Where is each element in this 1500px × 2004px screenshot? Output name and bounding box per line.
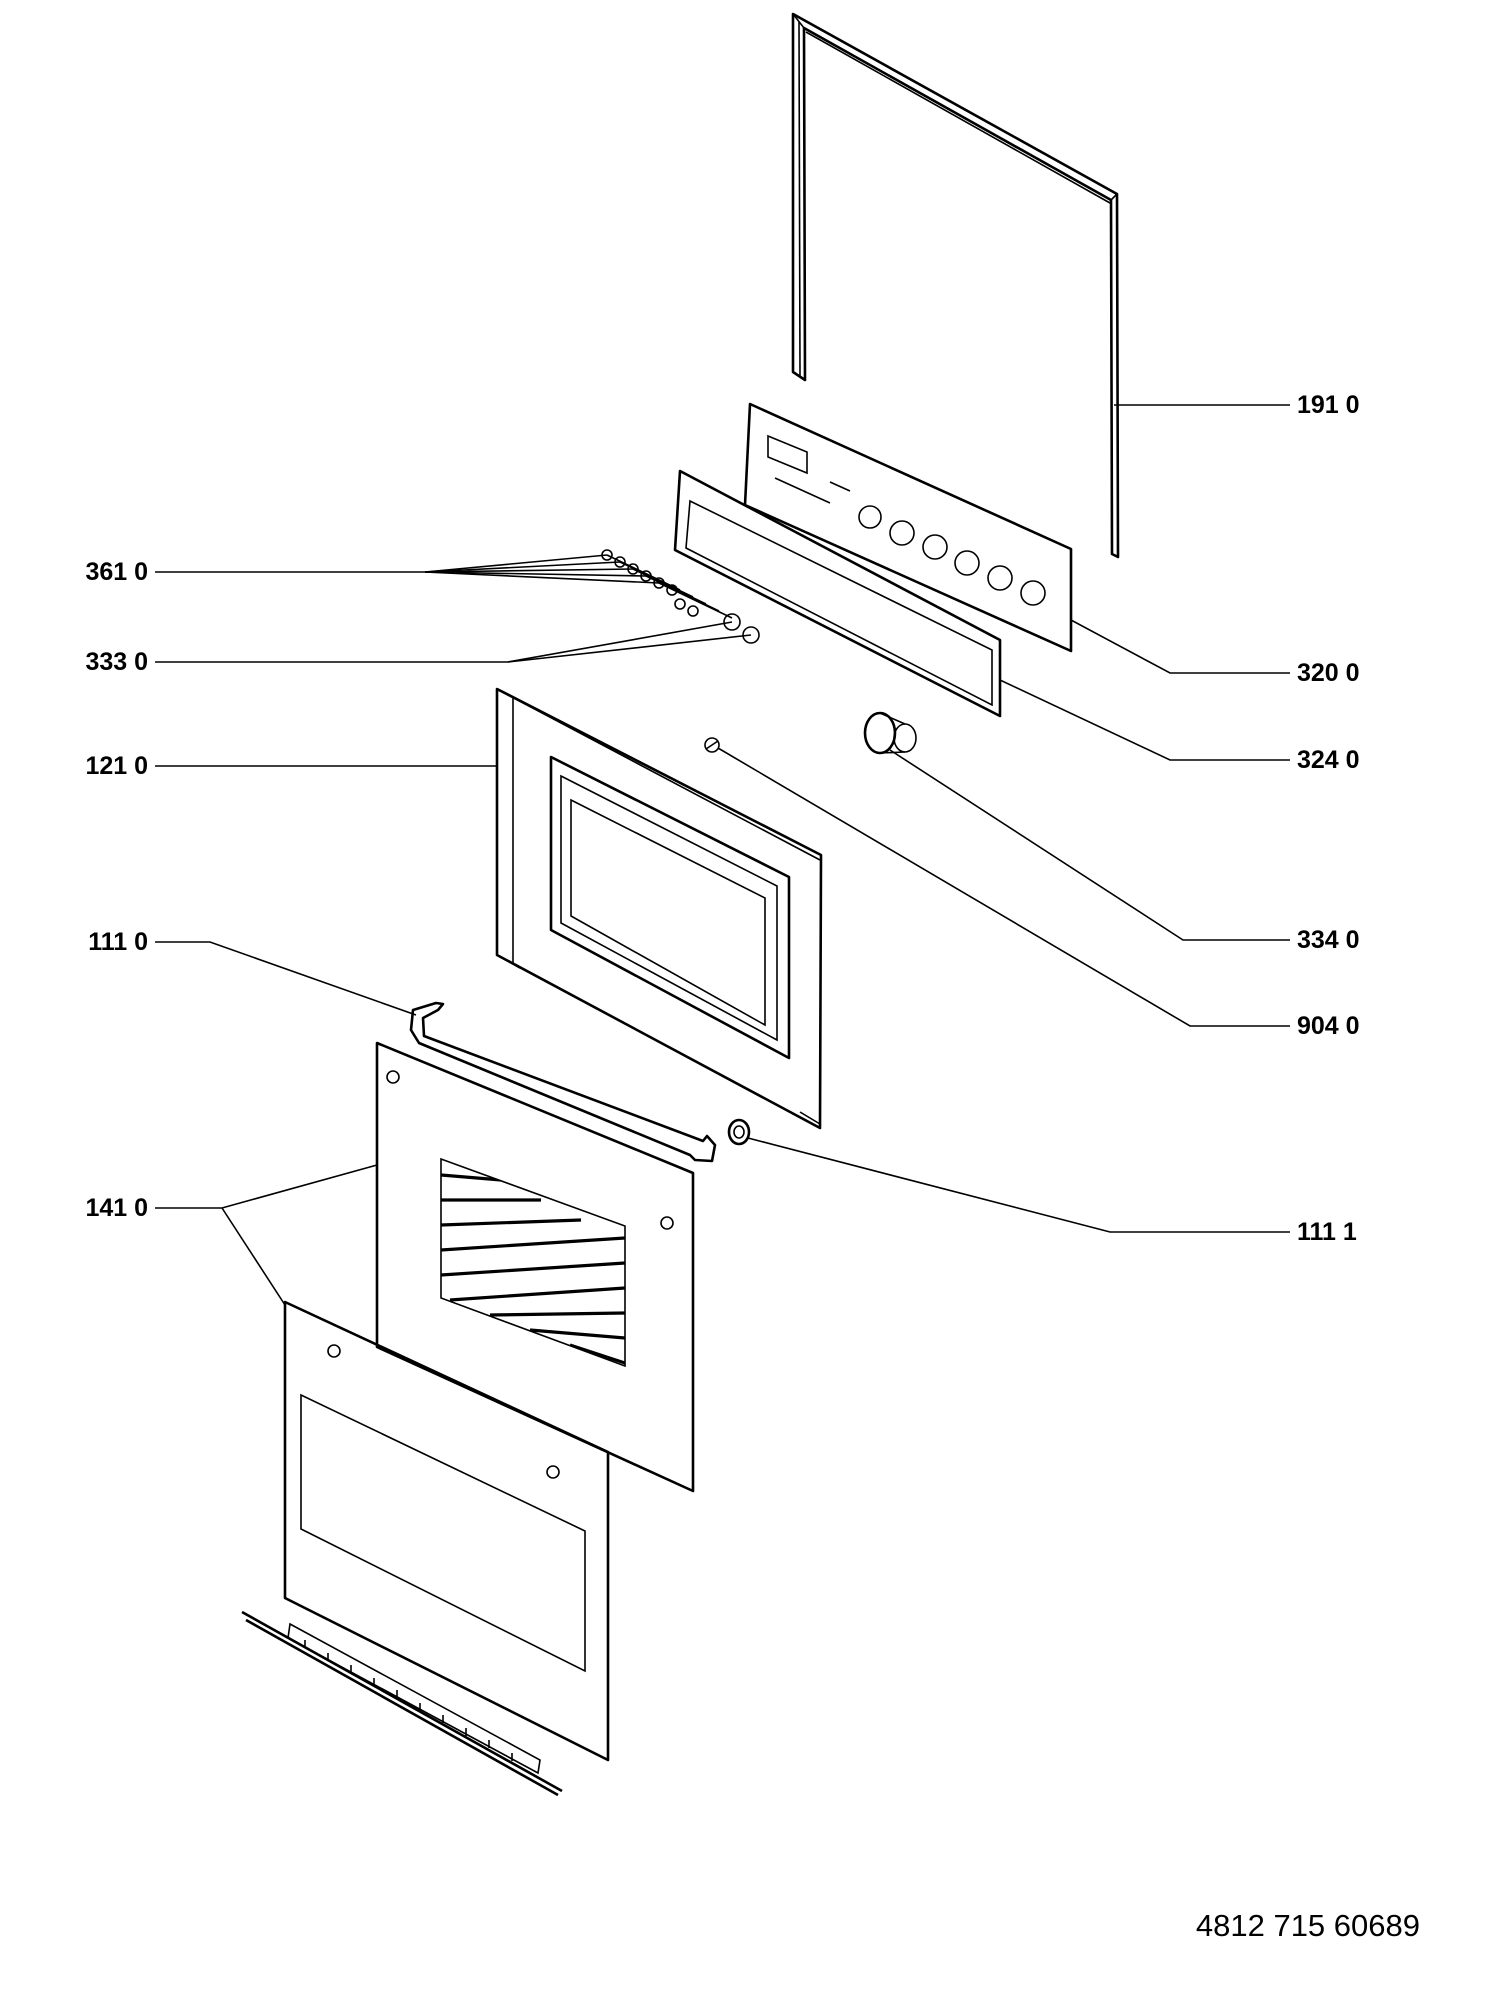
callout-111-1: 111 1 xyxy=(1297,1218,1357,1246)
leader-lines xyxy=(155,404,1290,1306)
callout-320: 320 0 xyxy=(1297,659,1360,687)
small-pin-part xyxy=(704,737,720,753)
callout-324: 324 0 xyxy=(1297,746,1360,774)
bottom-trim-strip-part xyxy=(241,1610,563,1797)
leader-324 xyxy=(999,679,1290,761)
callout-141: 141 0 xyxy=(85,1194,148,1222)
rotary-switch-part xyxy=(863,711,917,755)
leader-111-1 xyxy=(747,1137,1290,1233)
frame-trim-part xyxy=(791,12,1120,559)
leader-320 xyxy=(1070,619,1290,674)
callout-121: 121 0 xyxy=(85,752,148,780)
hinge-bush-part xyxy=(727,1118,751,1146)
panel-frame-part xyxy=(673,469,1002,718)
callout-904: 904 0 xyxy=(1297,1012,1360,1040)
callout-333: 333 0 xyxy=(85,648,148,676)
leader-334 xyxy=(889,749,1290,941)
document-number: 4812 715 60689 xyxy=(1196,1908,1420,1943)
callout-111-0: 111 0 xyxy=(88,928,148,956)
inner-glass-pane-part xyxy=(375,1041,695,1493)
connector-set-part xyxy=(601,549,733,619)
leader-904 xyxy=(717,747,1290,1027)
control-panel-part xyxy=(743,402,1073,653)
lamp-pin-part xyxy=(723,613,760,644)
inner-door-frame-part xyxy=(495,687,823,1130)
outer-door-panel-part xyxy=(283,1300,610,1762)
callout-334: 334 0 xyxy=(1297,926,1360,954)
hinge-bar-part xyxy=(409,1001,717,1163)
callout-361: 361 0 xyxy=(85,558,148,586)
leader-361 xyxy=(155,554,608,573)
leader-111-0 xyxy=(155,941,417,1016)
leader-333 xyxy=(155,621,733,663)
callout-191: 191 0 xyxy=(1297,391,1360,419)
leader-141 xyxy=(155,1164,378,1209)
